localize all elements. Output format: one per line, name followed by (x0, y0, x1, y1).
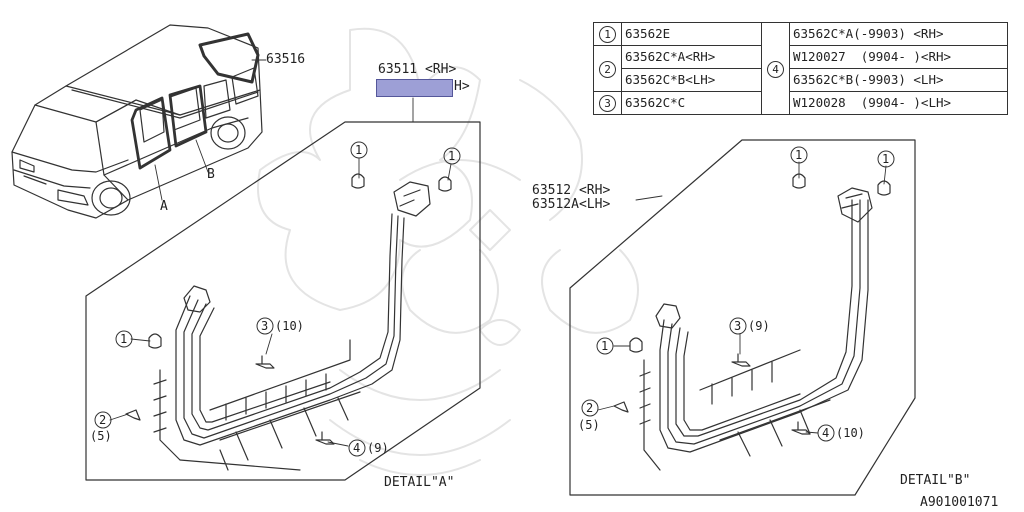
part-63511-highlight[interactable] (376, 79, 453, 97)
table-row: 63562C*B<LH> 63562C*B(-9903) <LH> (594, 68, 1008, 92)
callout-1-a-left: 1 (120, 332, 128, 346)
part-number-cell[interactable]: 63562C*B<LH> (621, 68, 762, 92)
callout-3-a: 3 (261, 319, 269, 333)
marker-b: B (207, 167, 215, 182)
label-part-63516: 63516 (266, 52, 306, 67)
callout-1-b-left: 1 (601, 339, 609, 353)
row-number: 3 (599, 95, 616, 112)
part-number-cell[interactable]: 63562C*B(-9903) <LH> (789, 68, 1008, 92)
table-row: 3 63562C*C W120028 (9904- )<LH> (593, 91, 1008, 115)
row-number: 1 (599, 26, 616, 43)
detail-b-box (569, 139, 916, 496)
callout-1-a-top-right: 1 (448, 149, 456, 163)
label-part-63512-lh: 63512A<LH> (532, 197, 611, 212)
callout-2-b-qty: (5) (578, 418, 600, 432)
parts-table: 1 63562E 4 63562C*A(-9903) <RH> 2 63562C… (593, 22, 1008, 115)
watermark-emblem (257, 27, 639, 476)
car-drawing (11, 24, 267, 219)
detail-b-weatherstrip (597, 161, 891, 471)
part-number-cell[interactable]: W120027 (9904- )<RH> (789, 45, 1008, 69)
callout-circles (94, 141, 895, 457)
figure-code: A901001071 (920, 495, 999, 510)
marker-a: A (160, 199, 168, 214)
callout-3-b-qty: (9) (748, 319, 770, 333)
label-part-63512-rh: 63512 <RH> (532, 183, 611, 198)
label-detail-b: DETAIL"B" (900, 473, 971, 488)
part-number-cell[interactable]: W120028 (9904- )<LH> (789, 91, 1008, 115)
callout-4-a-qty: (9) (367, 441, 389, 455)
part-number-cell[interactable]: 63562E (621, 22, 762, 46)
callout-2-a-qty: (5) (90, 429, 112, 443)
label-part-63511-rh: 63511 <RH> (378, 62, 457, 77)
group-number: 4 (767, 60, 784, 78)
part-number-cell[interactable]: 63562C*A<RH> (621, 45, 762, 69)
label-detail-a: DETAIL"A" (384, 475, 455, 490)
callout-1-b-top-left: 1 (795, 148, 803, 162)
part-number-cell[interactable]: 63562C*C (621, 91, 762, 115)
part-number-cell[interactable]: 63562C*A(-9903) <RH> (789, 22, 1008, 46)
detail-a-weatherstrip (109, 157, 452, 471)
callout-4-b: 4 (822, 426, 830, 440)
detail-a-box (85, 97, 481, 481)
label-part-63511-lh: H> (454, 79, 470, 94)
callout-3-a-qty: (10) (275, 319, 304, 333)
table-row: 2 63562C*A<RH> W120027 (9904- )<RH> (593, 45, 1008, 92)
row-number: 2 (599, 60, 616, 78)
callout-3-b: 3 (734, 319, 742, 333)
callout-4-a: 4 (353, 441, 361, 455)
callout-1-b-top-right: 1 (882, 152, 890, 166)
callout-1-a-top-left: 1 (355, 143, 363, 157)
callout-2-b: 2 (586, 401, 594, 415)
callout-2-a: 2 (99, 413, 107, 427)
callout-4-b-qty: (10) (836, 426, 865, 440)
table-row: 1 63562E 4 63562C*A(-9903) <RH> (593, 22, 1008, 115)
